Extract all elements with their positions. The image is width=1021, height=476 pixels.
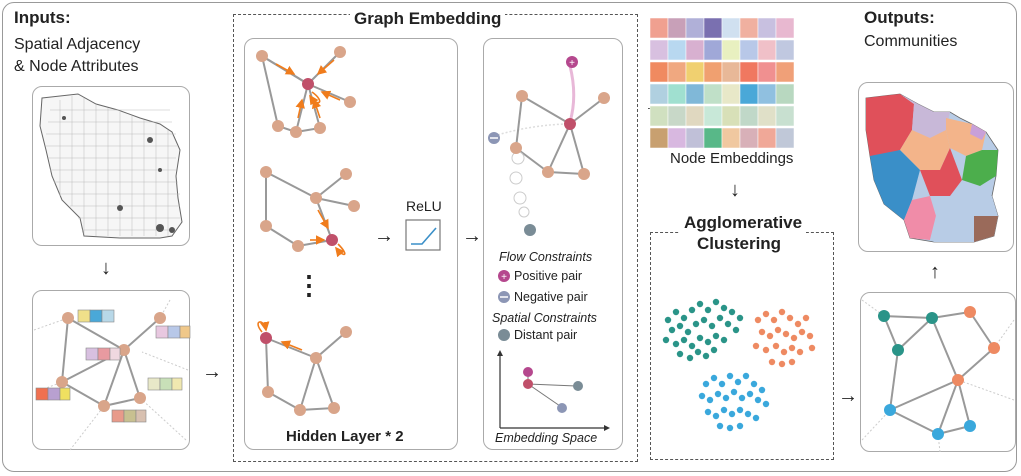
distant-pair-label: Distant pair: [514, 328, 578, 342]
constraint-legend-markers: +: [498, 270, 510, 341]
positive-pair-label: Positive pair: [514, 269, 583, 283]
embedding-space-plot: [497, 350, 610, 431]
cluster-scatter: [662, 298, 816, 432]
down-arrow-inputs: ↓: [101, 257, 111, 279]
svg-text:+: +: [501, 272, 507, 283]
arrow-to-embedding: →: [202, 361, 222, 383]
up-arrow-outputs: ↑: [930, 261, 940, 283]
hidden-layer-graphs: [256, 46, 360, 416]
input-wisconsin-map: [39, 93, 183, 239]
node-embeddings-label: Node Embeddings: [670, 150, 794, 167]
negative-pair-label: Negative pair: [514, 290, 588, 304]
inputs-title: Inputs:: [14, 8, 71, 27]
ellipsis: ⋮: [296, 270, 322, 300]
clustering-title-line2: Clustering: [697, 234, 782, 253]
arrow-from-relu: →: [462, 225, 482, 247]
inputs-subtitle-line2: & Node Attributes: [14, 58, 139, 75]
graph-embedding-title: Graph Embedding: [350, 9, 506, 29]
spatial-constraints-label: Spatial Constraints: [492, 311, 597, 325]
outputs-subtitle: Communities: [864, 33, 958, 50]
constraint-graph: +: [488, 56, 610, 236]
constraints-panel: [483, 38, 623, 450]
embedding-space-label: Embedding Space: [495, 431, 598, 445]
flow-constraints-label: Flow Constraints: [499, 250, 593, 264]
output-communities-map: [865, 93, 999, 243]
relu-label: ReLU: [406, 198, 442, 214]
input-graph: [33, 299, 191, 451]
arrow-to-output-graph: →: [838, 385, 858, 407]
distant-pair-marker: [498, 329, 510, 341]
inputs-subtitle-line1: Spatial Adjacency: [14, 36, 141, 53]
arrow-to-relu: →: [374, 225, 394, 247]
hidden-layer-label: Hidden Layer * 2: [286, 428, 404, 445]
clustering-title-line1: Agglomerative: [680, 213, 807, 233]
outputs-title: Outputs:: [864, 8, 935, 27]
relu-box: [405, 219, 441, 251]
output-graph: [861, 299, 1015, 453]
positive-pair-marker: [498, 270, 510, 282]
svg-text:+: +: [569, 58, 575, 69]
down-arrow-clustering: ↓: [730, 179, 740, 201]
node-embedding-matrix: [649, 17, 795, 149]
